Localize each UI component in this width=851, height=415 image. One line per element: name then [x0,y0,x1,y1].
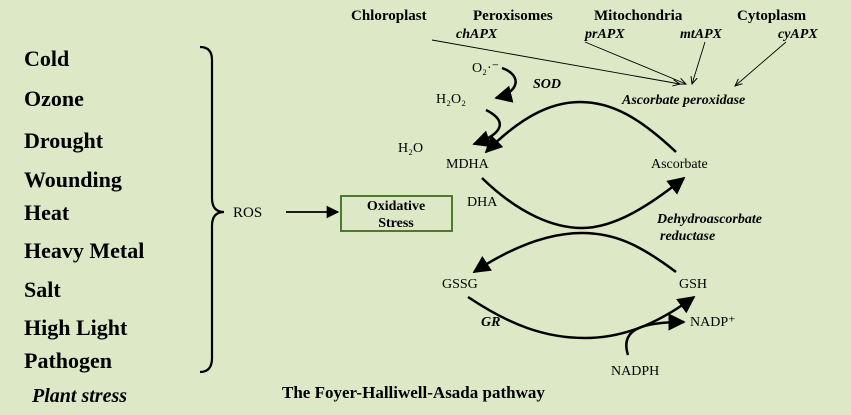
stress-brace [199,45,225,374]
ascorbate-label: Ascorbate [651,157,708,172]
nadp-label: NADP⁺ [690,315,736,330]
oxidative-stress-box [340,195,453,232]
stressor-label: Pathogen [24,348,112,373]
apx-isoform-label: prAPX [584,27,625,42]
gsh-to-gssg-arc [472,231,677,274]
water-label: H₂O [398,141,423,156]
nadph-label: NADPH [611,364,659,379]
organelle-label: Peroxisomes [473,8,553,24]
organelle-label: Chloroplast [351,8,427,24]
stressor-label: Ozone [24,86,84,111]
sod-label: SOD [533,77,561,92]
stressor-label: High Light [24,315,128,340]
isoform-arrow [735,41,787,86]
ros-label: ROS [233,205,262,221]
superoxide-label: O₂·⁻ [472,61,499,76]
organelle-header: Chloroplast Peroxisomes Mitochondria Cyt… [351,8,818,42]
dhar-label-line1: Dehydroascorbate [656,212,762,227]
isoform-arrow [584,41,686,84]
isoform-arrow [692,41,706,84]
organelle-label: Cytoplasm [737,8,807,24]
mdha-label: MDHA [446,157,490,172]
nadph-to-nadp-arrow [625,313,686,356]
stressor-label: Heat [24,200,70,225]
dha-label: DHA [467,195,498,210]
gssg-label: GSSG [442,277,478,292]
apx-label: Ascorbate peroxidase [621,93,745,108]
apx-isoform-label: mtAPX [680,27,723,42]
organelle-label: Mitochondria [594,8,683,24]
gssg-to-gsh-curve [467,295,696,340]
stressor-label: Salt [24,277,61,302]
stressor-label: Wounding [24,167,122,192]
stressor-label: Cold [24,46,69,71]
h2o2-to-h2o-arrow [472,108,501,148]
apx-isoform-label: chAPX [456,27,498,42]
hydrogen-peroxide-label: H₂O₂ [436,92,466,107]
oxidative-stress-line2: Stress [378,216,414,231]
dhar-label-line2: reductase [660,229,715,244]
stressor-list: Cold Ozone Drought Wounding Heat Heavy M… [24,46,144,373]
sod-arrow [494,66,517,103]
apx-isoform-label: cyAPX [778,27,818,42]
stressor-label: Heavy Metal [24,238,144,263]
pathway-title: The Foyer-Halliwell-Asada pathway [282,383,545,402]
ascorbate-to-mdha-arc [484,100,677,154]
gsh-label: GSH [679,277,707,292]
mdha-dha-to-ascorbate-curve [481,176,686,230]
stressor-label: Drought [24,128,104,153]
plant-stress-caption: Plant stress [31,385,127,407]
oxidative-stress-line1: Oxidative [367,199,425,214]
isoform-arrow [431,39,680,84]
gr-label: GR [481,315,500,330]
